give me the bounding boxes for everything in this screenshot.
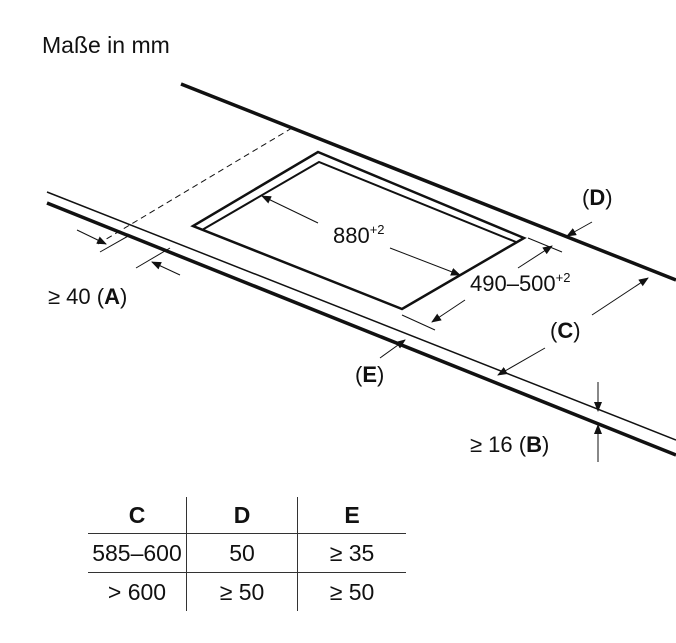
paren-close: ) [573, 318, 581, 343]
dim-E-letter: E [362, 362, 378, 387]
dim-C-arrow-down [497, 347, 546, 376]
dim-880-tolerance: +2 [369, 222, 385, 237]
dim-490-label: 490–500+2 [470, 270, 570, 297]
dim-A-suffix: ) [120, 284, 128, 309]
dim-880-label: 880+2 [333, 222, 385, 249]
dim-C-label: (C) [550, 318, 581, 344]
dim-A-prefix: ≥ 40 ( [48, 284, 105, 309]
dim-490-value: 490–500 [470, 271, 556, 296]
dim-880-arrow-right [389, 247, 461, 276]
page-title: Maße in mm [42, 32, 170, 58]
dashed-reference-line [97, 127, 293, 245]
dim-490-tolerance: +2 [555, 270, 571, 285]
cutout-outline [190, 150, 527, 311]
dim-E-label: (E) [355, 362, 384, 388]
dim-D-letter: D [589, 185, 606, 210]
ext-line [135, 247, 171, 269]
dim-D-label: (D) [582, 185, 613, 211]
ext-line [401, 314, 436, 331]
paren-open: ( [550, 318, 558, 343]
ext-line [99, 234, 131, 253]
ext-line [527, 237, 563, 253]
countertop-front-top-edge [46, 191, 676, 441]
cell: ≥ 50 [297, 572, 406, 611]
paren-close: ) [377, 362, 385, 387]
dim-490-arrow-down [431, 299, 466, 323]
paren-close: ) [605, 185, 613, 210]
countertop-back-edge [180, 82, 676, 282]
dim-E-arrow [379, 339, 406, 359]
cell: ≥ 50 [186, 572, 298, 611]
paren-open: ( [355, 362, 363, 387]
dim-B-suffix: ) [542, 432, 550, 457]
header-D: D [186, 497, 298, 534]
cell: 585–600 [88, 533, 187, 573]
dim-880-value: 880 [333, 223, 370, 248]
dim-880-arrow-left [261, 195, 319, 224]
dim-B-letter: B [526, 432, 542, 457]
dim-A-label: ≥ 40 (A) [48, 284, 127, 310]
dim-A-arrow-right [76, 229, 107, 245]
cell: > 600 [107, 578, 167, 605]
paren-open: ( [582, 185, 590, 210]
dim-D-arrow [566, 221, 593, 237]
table-row: > 600 ≥ 50≥ 50 [88, 572, 406, 611]
dim-B-prefix: ≥ 16 ( [470, 432, 527, 457]
dim-A-letter: A [104, 284, 120, 309]
dim-C-letter: C [557, 318, 574, 343]
header-E: E [297, 497, 406, 534]
dim-490-arrow-up [517, 245, 553, 269]
header-C: C [88, 497, 187, 534]
cell: 50 [186, 533, 298, 573]
dim-A-arrow-left [151, 261, 181, 276]
countertop-front-bottom-edge [46, 201, 676, 457]
dim-B-label: ≥ 16 (B) [470, 432, 549, 458]
cutout-inner-edge [201, 160, 517, 243]
cell: ≥ 35 [297, 533, 406, 573]
dim-C-arrow-up [591, 277, 649, 316]
